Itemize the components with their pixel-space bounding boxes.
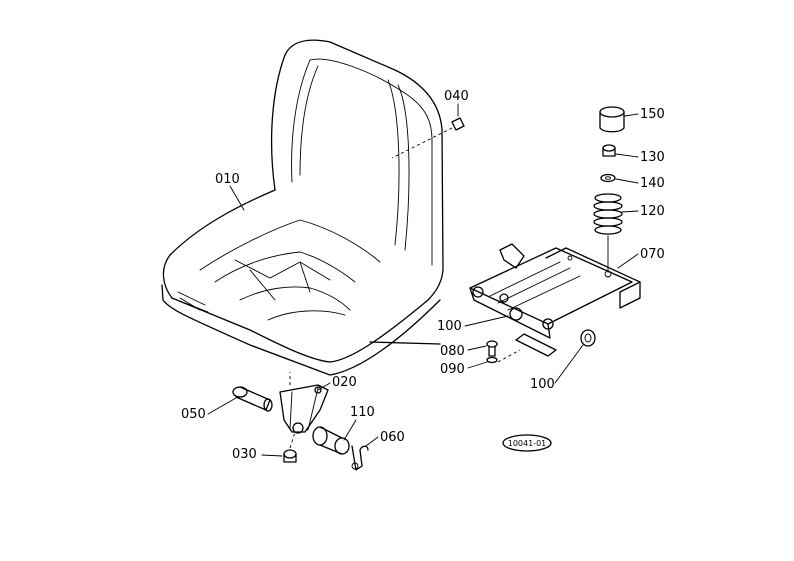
label-100-left: 100 <box>437 319 462 334</box>
label-050: 050 <box>181 407 206 422</box>
label-120: 120 <box>640 204 665 219</box>
drawing-reference-badge: 10041-01 <box>502 434 552 452</box>
part-150-cap[interactable] <box>599 106 625 133</box>
label-020: 020 <box>332 375 357 390</box>
label-060: 060 <box>380 430 405 445</box>
label-080: 080 <box>440 344 465 359</box>
leader-100-left <box>464 315 509 327</box>
label-090: 090 <box>440 362 465 377</box>
part-140-washer[interactable] <box>600 173 616 183</box>
leader-090 <box>467 361 488 369</box>
label-140: 140 <box>640 176 665 191</box>
part-110-spacer[interactable] <box>312 426 350 455</box>
mount-arrow <box>369 341 441 345</box>
leader-070 <box>617 253 639 269</box>
washer-090-dash <box>497 349 521 363</box>
leader-140 <box>615 178 639 184</box>
part-090-washer[interactable] <box>486 356 498 364</box>
label-040: 040 <box>444 89 469 104</box>
part-020-bracket[interactable] <box>279 384 329 434</box>
part-130-bolt[interactable] <box>602 144 616 157</box>
leader-060 <box>365 436 379 447</box>
part-080-bolt[interactable] <box>486 340 498 357</box>
label-010: 010 <box>215 172 240 187</box>
drawing-reference-text: 10041-01 <box>508 439 547 448</box>
part-050-pin[interactable] <box>232 386 273 412</box>
part-060-clip[interactable] <box>351 445 369 471</box>
part-030-bolt[interactable] <box>283 449 297 463</box>
part-040-bolt[interactable] <box>391 117 465 159</box>
leader-150 <box>624 113 639 117</box>
leader-110 <box>343 419 357 441</box>
part-100-nut-right[interactable] <box>580 329 596 347</box>
label-070: 070 <box>640 247 665 262</box>
part-070-slide-rail[interactable] <box>469 243 641 357</box>
label-130: 130 <box>640 150 665 165</box>
seat-cushion[interactable] <box>161 39 444 376</box>
leader-080 <box>467 345 487 351</box>
leader-030 <box>261 454 283 457</box>
label-100-right: 100 <box>530 377 555 392</box>
part-120-spring[interactable] <box>593 193 623 235</box>
leader-130 <box>615 153 639 158</box>
leader-050 <box>207 397 237 415</box>
leader-010 <box>229 185 245 211</box>
leader-120 <box>621 210 639 213</box>
label-110: 110 <box>350 405 375 420</box>
bolt-030-dash <box>289 431 296 449</box>
label-150: 150 <box>640 107 665 122</box>
label-030: 030 <box>232 447 257 462</box>
leader-020 <box>317 382 331 391</box>
leader-100-right <box>554 344 584 384</box>
